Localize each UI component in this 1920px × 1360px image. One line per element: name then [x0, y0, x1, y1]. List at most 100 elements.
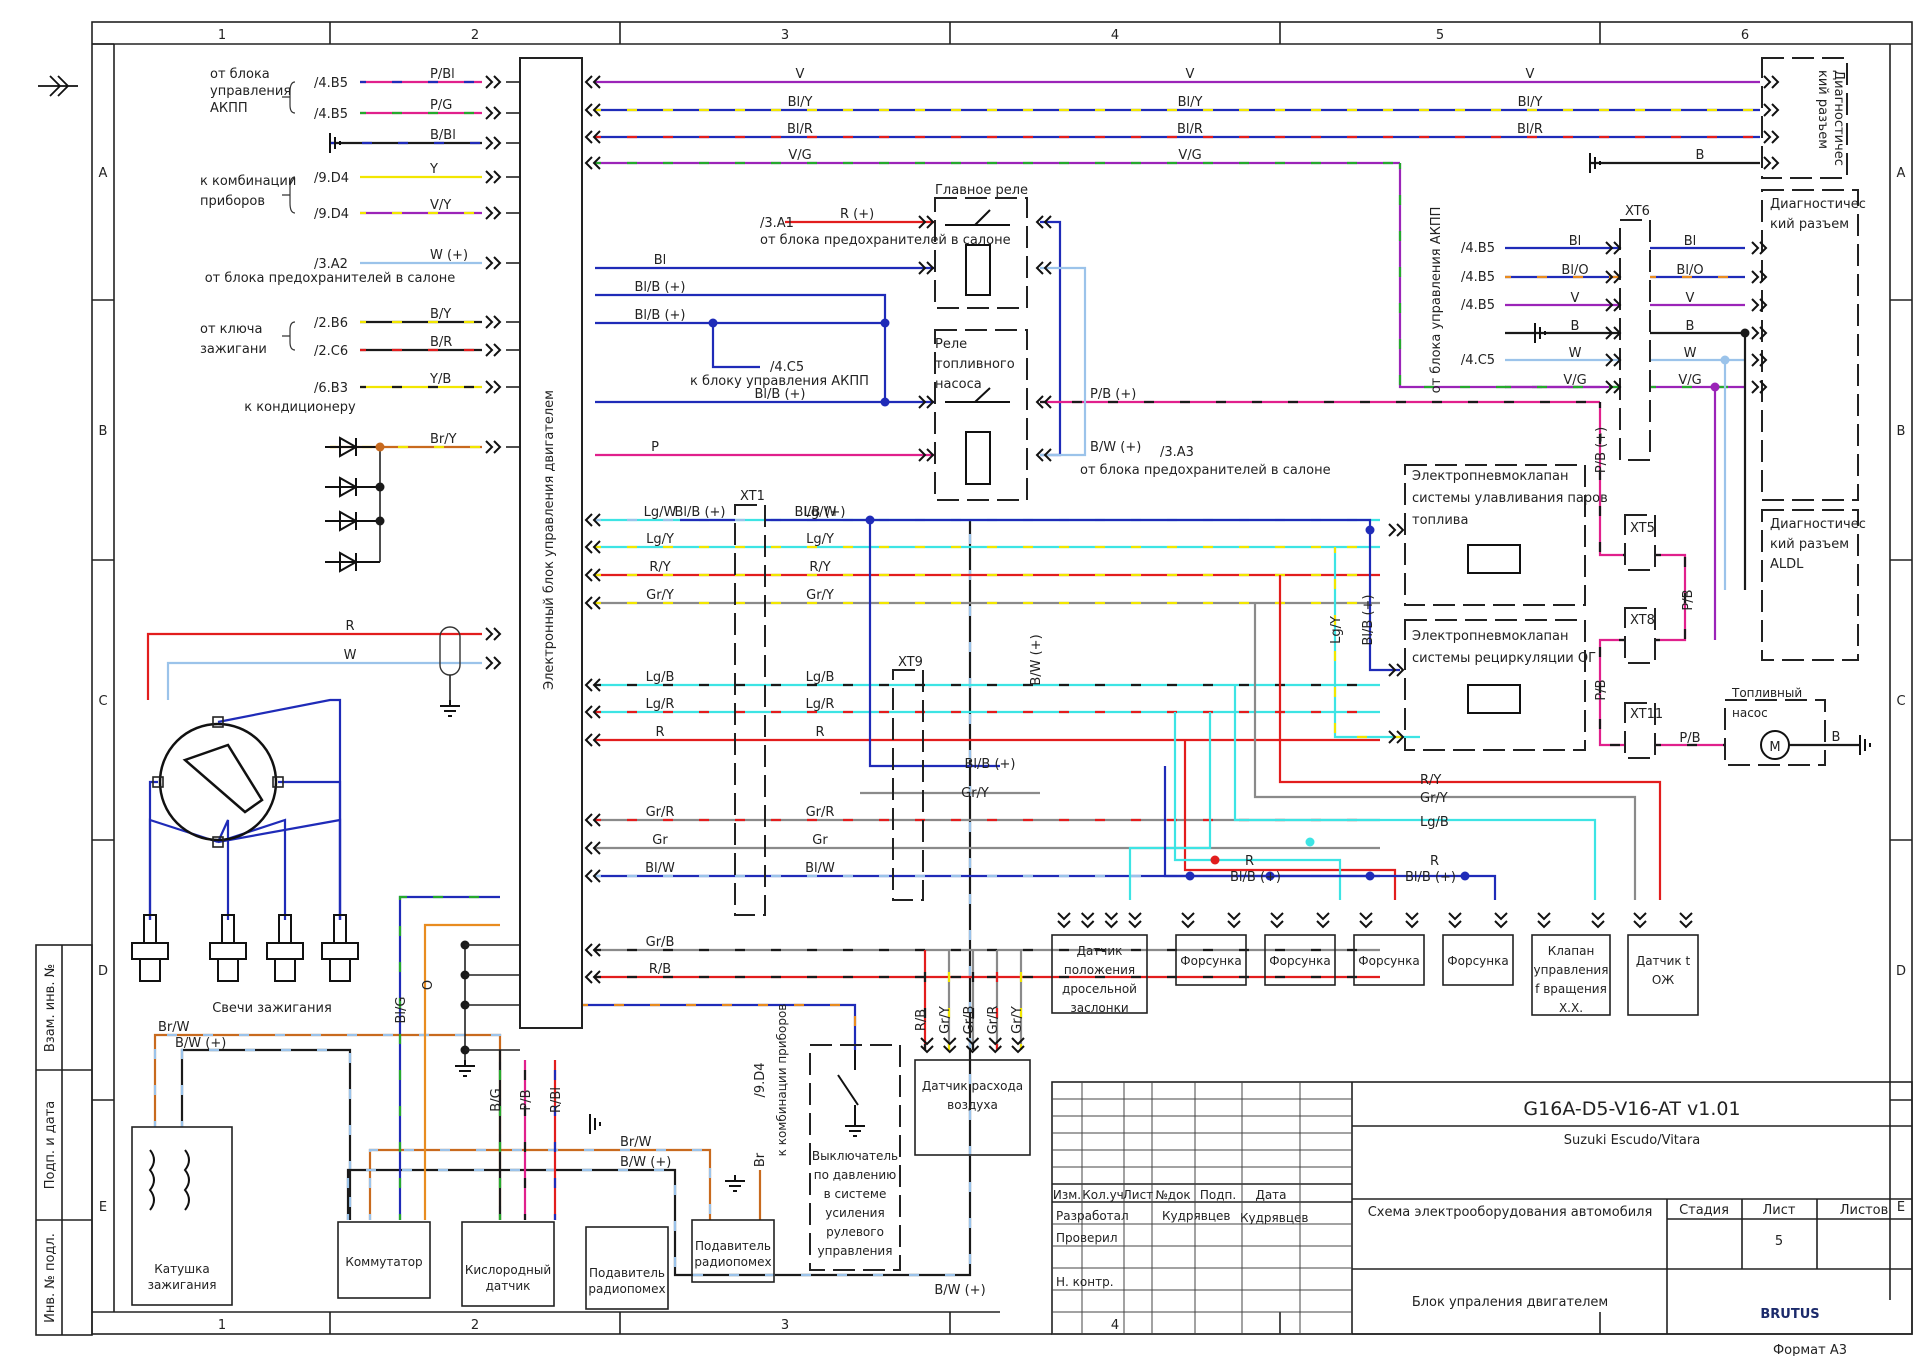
chevron	[592, 869, 601, 883]
grid-col-label: 6	[1741, 28, 1749, 43]
route-wire	[1128, 712, 1212, 900]
plug-thread	[139, 958, 161, 982]
iac-box	[1531, 934, 1611, 1016]
chevron	[1537, 920, 1551, 929]
egr-valve-box	[1404, 619, 1586, 751]
diode-icon	[325, 476, 380, 498]
wire-label: Lg/W	[804, 505, 837, 520]
wire-base	[1333, 547, 1420, 739]
wire-label: Bl	[1684, 234, 1697, 249]
chevron	[1679, 920, 1693, 929]
chevron	[592, 943, 601, 957]
connector-pin	[485, 256, 502, 270]
junction-dot	[375, 442, 385, 452]
distributor-terminal	[152, 776, 164, 788]
diode-body	[339, 551, 359, 573]
connector-pin	[584, 970, 601, 984]
relay-wire	[595, 293, 887, 402]
coil-winding-icon	[148, 1149, 155, 1211]
chevron	[584, 596, 593, 610]
chevron	[1591, 920, 1605, 929]
connector-pin	[485, 106, 502, 120]
wire-ref: /4.B5	[1461, 298, 1495, 313]
label-line: Топливный	[1731, 686, 1802, 700]
chevron	[920, 1037, 934, 1046]
chevron	[584, 841, 593, 855]
wire-stripe	[1598, 638, 1625, 747]
connector-pin	[584, 103, 601, 117]
route-wire	[1233, 685, 1597, 900]
brand-logo: BRUTUS	[1760, 1307, 1819, 1322]
wire-ref: /9.D4	[753, 1062, 768, 1097]
label-line: радиопомех	[588, 1282, 665, 1296]
chevron	[1771, 75, 1780, 89]
wire-label: P/G	[430, 98, 452, 113]
sensor-wire	[868, 520, 1000, 768]
chevron	[1405, 920, 1419, 929]
label-line: топливного	[935, 357, 1015, 372]
chevron	[1613, 326, 1622, 340]
motor-icon	[1760, 730, 1790, 760]
chevron	[1751, 353, 1760, 367]
wire-label: Gr/Y	[961, 786, 989, 801]
chevron	[1605, 326, 1614, 340]
chevron	[1613, 241, 1622, 255]
label-line: дросельной	[1062, 982, 1137, 996]
wire-label: V/G	[788, 148, 811, 163]
wire-label: B	[1571, 319, 1580, 334]
wire-label: Gr/Y	[806, 588, 834, 603]
label-line: Реле	[935, 337, 967, 352]
chevron	[592, 970, 601, 984]
connector-pin	[584, 841, 601, 855]
label-line: Диагностичес	[1831, 70, 1846, 166]
connector-pin	[485, 627, 502, 641]
label-line: датчик	[486, 1279, 531, 1293]
chevron	[1035, 448, 1044, 462]
wire-label: V/G	[1678, 373, 1701, 388]
connector-pin	[1605, 270, 1622, 284]
chevron	[1104, 920, 1119, 929]
grid-col-label: 4	[1111, 1318, 1119, 1333]
wire-ref: /4.B5	[1461, 241, 1495, 256]
plug-hex	[209, 942, 247, 960]
wire-label: Bl/W	[645, 861, 675, 876]
chevron	[1751, 380, 1760, 394]
spark-wire	[148, 780, 158, 920]
wire-label: Bl/O	[1561, 263, 1588, 278]
connector-pin	[1448, 912, 1462, 929]
chevron	[918, 448, 927, 462]
wire-label: B	[1832, 730, 1841, 745]
route-wire	[1183, 740, 1397, 900]
wire-base	[1253, 603, 1637, 900]
wire-base	[1278, 575, 1662, 900]
coil-winding-icon	[183, 1149, 190, 1211]
plug-thread	[329, 958, 351, 982]
wire-base	[216, 819, 230, 920]
wire-label: Br/Y	[430, 432, 457, 447]
connector-pin	[584, 130, 601, 144]
connector-pin	[1388, 523, 1405, 537]
grid-col-label: 1	[218, 1318, 226, 1333]
chevron	[920, 1045, 934, 1054]
spark-plug-icon	[131, 914, 169, 982]
chevron	[1057, 912, 1071, 921]
chevron	[1181, 912, 1195, 921]
chevron	[1128, 920, 1142, 929]
wire-ref: /6.B3	[314, 381, 348, 396]
chevron	[1316, 920, 1330, 929]
vehicle-name: Suzuki Escudo/Vitara	[1564, 1133, 1700, 1148]
chevron	[926, 395, 935, 409]
chevron	[592, 813, 601, 827]
brace	[282, 321, 296, 351]
chevron	[1613, 270, 1622, 284]
route-wire	[1368, 530, 1400, 672]
spark-wire	[217, 698, 342, 920]
wire-base	[1598, 402, 1625, 557]
developer-name: Кудрявцев	[1162, 1209, 1230, 1223]
relay-coil-icon	[965, 431, 991, 485]
chevron	[1227, 912, 1241, 921]
